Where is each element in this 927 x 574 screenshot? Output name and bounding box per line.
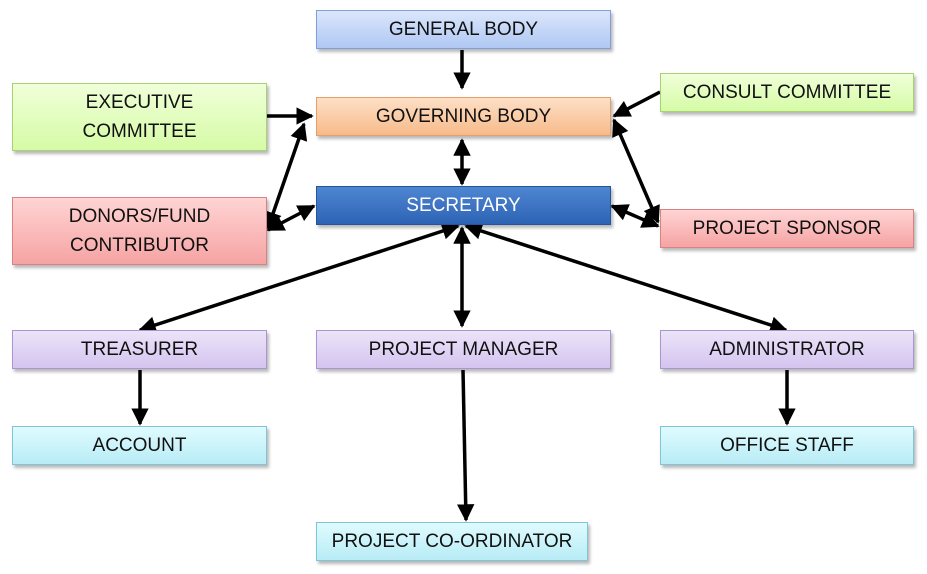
- arrow-project-manager-to-coordinator: [456, 369, 475, 522]
- node-treasurer: TREASURER: [12, 330, 267, 369]
- node-secretary: SECRETARY: [316, 186, 611, 225]
- node-general-body: GENERAL BODY: [316, 10, 611, 49]
- node-project-manager: PROJECT MANAGER: [316, 330, 611, 369]
- node-consult-committee: CONSULT COMMITTEE: [660, 73, 914, 112]
- node-executive-committee: EXECUTIVE COMMITTEE: [12, 83, 267, 151]
- node-account: ACCOUNT: [12, 426, 267, 465]
- node-project-sponsor: PROJECT SPONSOR: [660, 209, 914, 248]
- node-project-coordinator: PROJECT CO-ORDINATOR: [316, 522, 588, 561]
- arrow-governing-body-project-sponsor: [612, 118, 660, 224]
- arrow-secretary-administrator: [464, 222, 788, 334]
- arrow-consult-committee-to-governing-body: [612, 90, 661, 118]
- node-office-staff: OFFICE STAFF: [660, 426, 914, 465]
- arrow-secretary-treasurer: [138, 222, 460, 334]
- node-administrator: ADMINISTRATOR: [660, 330, 914, 369]
- node-donors-fund-contributor: DONORS/FUND CONTRIBUTOR: [12, 197, 267, 265]
- node-governing-body: GOVERNING BODY: [316, 97, 611, 136]
